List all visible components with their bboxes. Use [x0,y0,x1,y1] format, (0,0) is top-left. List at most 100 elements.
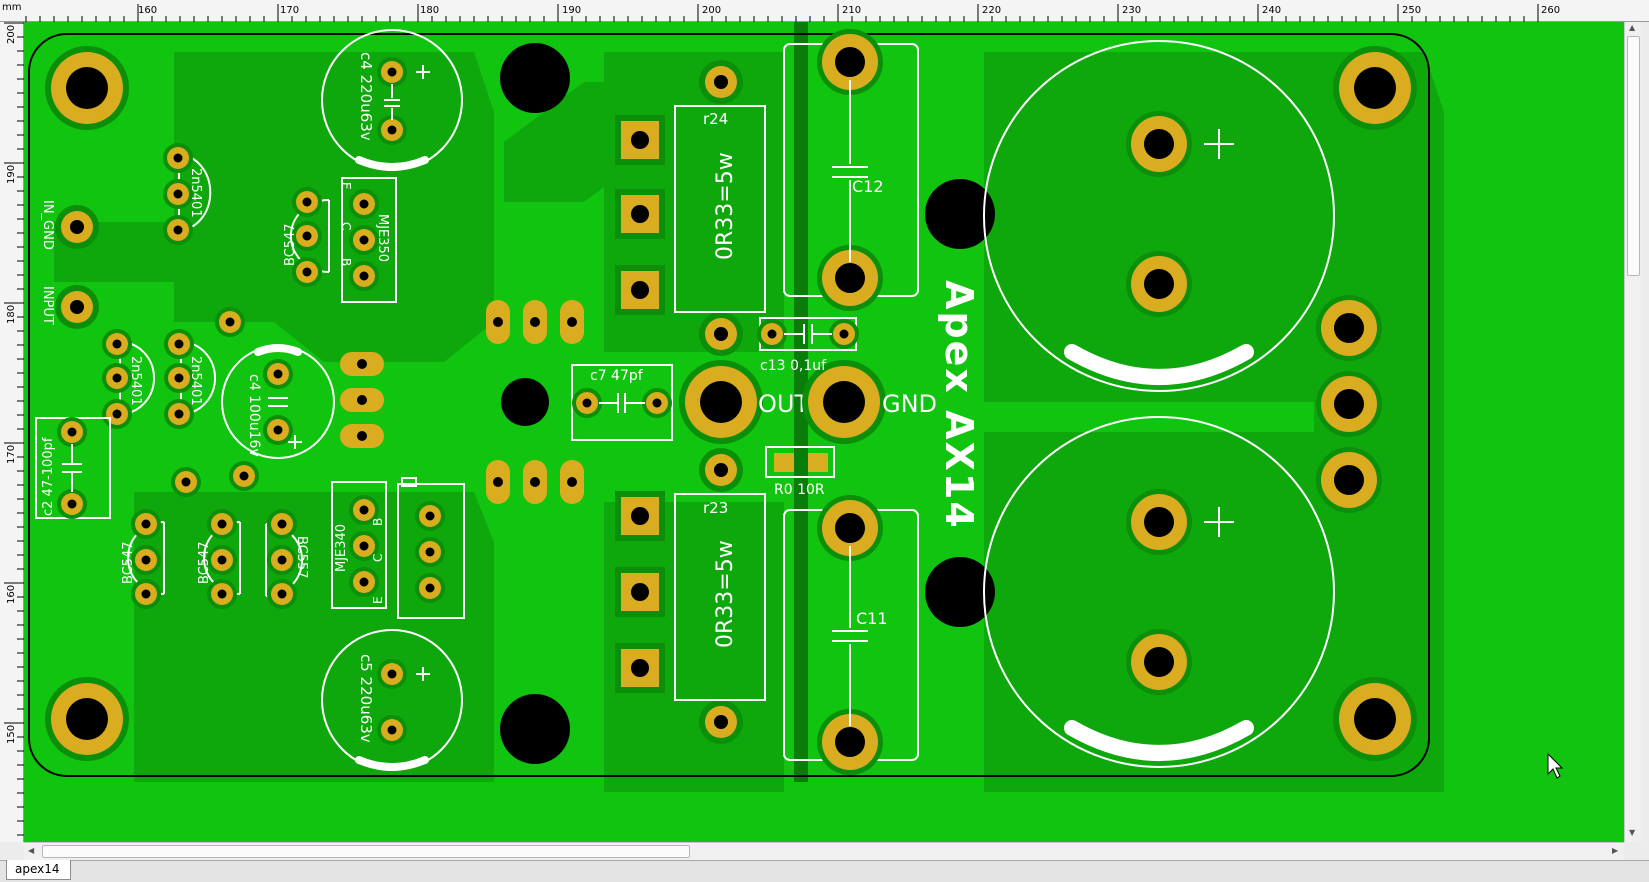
in-gnd-terminal: IN_GND [40,200,99,250]
ruler-y-label: 200 [6,25,17,44]
c2-label: c2 47-100pf [41,437,56,516]
c12-label: C12 [852,177,884,196]
scroll-left-arrow-icon[interactable]: ◀ [28,846,35,855]
r23-value-label: 0R33=5w [713,540,738,648]
transistor-bc547-c: BC547 [197,509,241,609]
gnd-terminal: GND [802,360,937,444]
mounting-holes [45,43,1417,764]
2n5401-a-label: 2n5401 [188,168,203,218]
resistor-r24: r24 0R33=5w [674,60,766,356]
r0-label: R0 10R [774,482,825,498]
transistor-2n5401-a: 2n5401 [163,143,212,245]
capacitor-c11: C11 [783,495,919,775]
input-label: INPUT [40,286,55,325]
ruler-x-label: 250 [1402,5,1421,16]
scroll-down-arrow-icon[interactable]: ▼ [1629,828,1636,837]
c4-220u-label: c4 220u63v [357,52,375,141]
capacitor-c5-220u: c5 220u63v [321,629,463,771]
pcb-board[interactable]: C12 C11 r24 0R33=5w r23 0R33=5w OUT [24,22,1624,842]
capacitor-c13: c13 0,1uf [757,317,859,374]
power-transistor-pads-bottom [615,491,665,693]
transistor-bc547-a: BC547 [283,187,330,287]
vertical-ruler-scale: 200 190 180 170 160 150 [4,22,24,836]
ruler-x-label: 170 [280,5,299,16]
board-outline [28,33,1430,777]
gnd-label: GND [882,390,937,418]
capacitor-c2: c2 47-100pf [35,417,111,519]
c7-label: c7 47pf [590,368,644,384]
vertical-ruler: 200 190 180 170 160 150 [0,22,24,842]
ruler-x-label: 200 [702,5,721,16]
horizontal-scrollbar[interactable]: ◀ ▶ [24,842,1624,860]
transistor-mje350: MJE350 E C B [339,177,397,303]
c11-label: C11 [856,609,888,628]
trimmer-pads-top [486,300,584,344]
out-terminal: OUT [679,360,809,444]
ruler-x-label: 190 [562,5,581,16]
transistor-bc547-b: BC547 [121,509,165,609]
resistor-r23: r23 0R33=5w [674,448,766,744]
trimmer-pads-middle [340,352,384,448]
mouse-cursor-icon [1547,752,1564,779]
board-title: Apex AX14 [937,280,981,530]
ruler-y-label: 150 [6,725,17,744]
pin-c-label: C [371,554,385,562]
tab-apex14[interactable]: apex14 [6,860,71,880]
transistor-2n5401-b: 2n5401 [102,329,155,429]
horizontal-ruler-scale: 160 170 180 190 200 210 220 230 240 250 … [25,4,1560,22]
c4-100u-label: c4 100u16v [246,374,262,457]
vertical-scrollbar[interactable]: ▲ ▼ [1624,22,1642,842]
power-connector [1316,295,1382,513]
input-terminal: INPUT [40,285,99,329]
pin-e-label: E [371,596,385,604]
ruler-x-label: 240 [1262,5,1281,16]
r23-label: r23 [703,499,728,517]
ruler-y-label: 190 [6,165,17,184]
ruler-unit-label: mm [2,2,22,13]
pin-b-label: B [371,518,385,526]
horizontal-scroll-thumb[interactable] [42,845,690,858]
c5-label: c5 220u63v [357,654,375,743]
transistor-2n5401-c: 2n5401 [164,329,216,429]
ruler-x-label: 210 [842,5,861,16]
ruler-x-label: 230 [1122,5,1141,16]
pcb-canvas[interactable]: C12 C11 r24 0R33=5w r23 0R33=5w OUT [24,22,1624,842]
ruler-y-label: 180 [6,305,17,324]
ruler-y-label: 170 [6,445,17,464]
ruler-x-label: 180 [420,5,439,16]
ruler-x-label: 260 [1541,5,1560,16]
capacitor-c12: C12 [783,29,919,311]
scroll-right-arrow-icon[interactable]: ▶ [1612,846,1619,855]
c13-label: c13 0,1uf [760,358,827,374]
bc557-label: BC557 [294,536,309,579]
2n5401-c-label: 2n5401 [188,356,203,406]
vertical-scroll-thumb[interactable] [1627,36,1640,276]
trimmer-pads-bottom [486,460,584,504]
ruler-x-label: 160 [138,5,157,16]
capacitor-c7: c7 47pf [571,364,673,441]
ruler-x-label: 220 [982,5,1001,16]
capacitor-large-top [983,40,1335,392]
scroll-up-arrow-icon[interactable]: ▲ [1629,23,1636,32]
transistor-mje340: MJE340 E C B [331,481,387,609]
ruler-y-label: 160 [6,585,17,604]
capacitor-c4-220u: c4 220u63v [321,29,463,171]
bc547-a-label: BC547 [283,223,298,266]
horizontal-ruler: mm 160 170 180 190 200 210 220 230 240 2… [0,0,1649,22]
pin-e-label: E [339,182,353,190]
r24-value-label: 0R33=5w [713,152,738,260]
transistor-bc557: BC557 [265,509,309,609]
mje340-label: MJE340 [334,524,349,572]
pin-c-label: C [339,222,353,230]
bc547-c-label: BC547 [197,541,212,584]
2n5401-b-label: 2n5401 [128,356,143,406]
power-transistor-pads-top [615,115,665,315]
in-gnd-label: IN_GND [40,200,55,250]
mje350-label: MJE350 [375,214,390,262]
resistor-r0: R0 10R [765,446,835,498]
capacitor-large-bottom [983,416,1335,768]
document-tab-bar: apex14 [0,860,1649,882]
bc547-b-label: BC547 [121,541,136,584]
pin-b-label: B [339,258,353,266]
r24-label: r24 [703,110,728,128]
